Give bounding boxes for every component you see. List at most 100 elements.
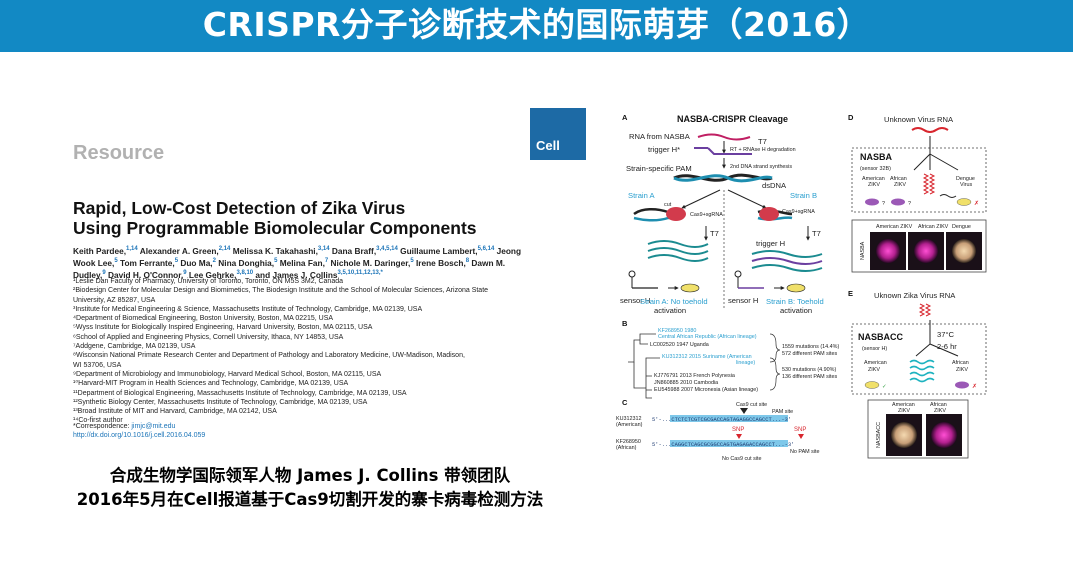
e-img-label-2a: African (930, 402, 947, 408)
e-img-african-glow (931, 422, 957, 448)
author-affiliation-sup: 3,8,10 (236, 270, 254, 277)
sensor-h-label: (sensor H) (862, 346, 887, 352)
reporter-d2 (891, 198, 905, 206)
american-zikv-1: American (862, 176, 885, 182)
reporter-a-icon (680, 283, 700, 293)
rt-note: RT + RNAse H degradation (730, 147, 796, 153)
dengue-1: Dengue (956, 176, 975, 182)
img-dengue-glow (952, 239, 976, 263)
affiliation-line: ⁴Department of Biomedical Engineering, B… (73, 315, 334, 323)
strain-b-label: Strain B (790, 191, 817, 200)
seq1-text: 5'-...CTCTCTCGTCGCGACCAGTAGAGGCCAGCCT...… (652, 417, 791, 423)
reporter-e1 (864, 381, 880, 389)
reporter-d3 (956, 198, 972, 206)
doi-link[interactable]: http://dx.doi.org/10.1016/j.cell.2016.04… (73, 432, 206, 440)
q-mark-2: ? (908, 201, 911, 207)
q-mark-1: ? (882, 201, 885, 207)
author-affiliation-sup: 5,6,14 (477, 246, 495, 252)
leaf-4: KJ776791 2013 French Polynesia (654, 373, 735, 379)
bracket-1 (769, 333, 781, 363)
author-name: David H. O'Connor, (105, 270, 184, 281)
author-name: Jeong Wook Lee, (73, 245, 522, 268)
paper-figure: A NASBA-CRISPR Cleavage RNA from NASBA T… (612, 108, 992, 462)
author-name: Lee Gehrke, (186, 270, 237, 281)
strain-b-result-2: activation (780, 306, 812, 315)
cas9-a-icon (633, 207, 686, 222)
author-name: Nichole M. Daringer, (328, 257, 411, 268)
strain-pam-label: Strain-specific PAM (626, 164, 692, 173)
author-first-sup: 1,14 (126, 246, 138, 252)
phylo-tree (628, 333, 660, 399)
arrow-strain-b (727, 189, 767, 209)
rna-from-nasba-label: RNA from NASBA (629, 132, 691, 141)
author-affiliation-sup: 2 (212, 258, 216, 265)
reporter-b-icon (786, 283, 806, 293)
seq1-id: KU312312 (616, 416, 641, 422)
author-affiliation-sup: 2,14 (218, 246, 231, 252)
mutations-2a: 530 mutations (4.90%) (782, 367, 836, 373)
t7-a-label: T7 (710, 229, 719, 238)
pam-site-label: PAM site (772, 409, 793, 415)
author-affiliation-sup: 8 (465, 258, 470, 265)
img-label-american: American ZIKV (876, 224, 913, 230)
sensor-a-icon (628, 270, 658, 289)
nasbacc-label: NASBACC (858, 332, 904, 342)
second-strand-note: 2nd DNA strand synthesis (730, 164, 792, 170)
author-name: Melissa K. Takahashi, (230, 245, 318, 256)
author-name: and James J. Collins (253, 270, 338, 281)
cut-label: cut (664, 202, 672, 208)
img-label-dengue: Dengue (952, 224, 971, 230)
snp-left-marker (736, 434, 742, 439)
panel-e-box (851, 323, 987, 395)
author-rest: Alexander A. Green,2,14 Melissa K. Takah… (73, 246, 521, 280)
author-affiliation-sup: 3,5,10,11,12,13,* (337, 270, 383, 277)
leaf-6: EU545988 2007 Micronesia (Asian lineage) (654, 387, 758, 393)
panel-d-label: D (848, 113, 854, 122)
affiliation-line: ⁵Wyss Institute for Biologically Inspire… (73, 324, 373, 332)
author-affiliation-sup: 3,4,5,14 (376, 246, 398, 252)
e-american-2: ZIKV (868, 367, 880, 373)
cut-site-marker (740, 408, 748, 414)
author-name: Melina Fan, (277, 257, 325, 268)
bracket-2 (769, 357, 781, 391)
paper-title: Rapid, Low-Cost Detection of Zika Virus … (73, 198, 533, 238)
nasba-side-label: NASBA (860, 241, 866, 260)
t7-b-label: T7 (812, 229, 821, 238)
author-name: Guillaume Lambert, (397, 245, 478, 256)
affiliation-line: ¹⁴Co-first author (73, 417, 123, 425)
transcript-waves-e (909, 359, 935, 383)
x-mark-e: ✗ (972, 383, 977, 390)
author-first: Keith Pardee, (73, 245, 127, 256)
leaf-1b: Central African Republic (African lineag… (658, 334, 757, 340)
seq1-lineage: (American) (616, 422, 643, 428)
img-american-glow (876, 239, 900, 263)
paper-title-line2: Using Programmable Biomolecular Componen… (73, 218, 477, 238)
correspondence-block: *Correspondence: jimjc@mit.edu http://dx… (73, 422, 533, 441)
american-zikv-2: ZIKV (868, 182, 880, 188)
panel-d-box (851, 147, 987, 213)
panel-e-title: Uknown Zika Virus RNA (874, 291, 956, 300)
e-img-american-glow (891, 422, 917, 448)
affiliation-line: ¹¹Department of Biological Engineering, … (73, 389, 407, 397)
nasbacc-side-label: NASBACC (876, 422, 882, 448)
author-name: Alexander A. Green, (137, 245, 219, 256)
time-label: 2-6 hr (937, 342, 957, 351)
e-img-label-2b: ZIKV (934, 408, 946, 414)
leaf-1a: KF268950 1980 (658, 328, 696, 334)
panel-c-label: C (622, 398, 628, 407)
leaf-2: LC002520 1947 Uganda (650, 342, 709, 348)
cell-journal-logo (530, 108, 586, 160)
correspondence-label: *Correspondence: (73, 423, 132, 430)
e-img-label-1a: American (892, 402, 915, 408)
sensor-h-b-label: sensor H (728, 296, 758, 305)
section-label: Resource (73, 142, 165, 164)
correspondence-email-link[interactable]: jimjc@mit.edu (131, 423, 176, 430)
author-affiliation-sup: 7 (324, 258, 329, 265)
unknown-rna-icon (911, 127, 949, 133)
dengue-wave (939, 194, 957, 198)
affiliation-line: ¹³Broad Institute of MIT and Harvard, Ca… (73, 408, 277, 416)
leaf-3b: lineage) (736, 360, 755, 366)
author-name: Irene Bosch, (413, 257, 466, 268)
affiliation-line: ⁶School of Applied and Engineering Physi… (73, 333, 344, 341)
trigger-strand (694, 147, 752, 155)
